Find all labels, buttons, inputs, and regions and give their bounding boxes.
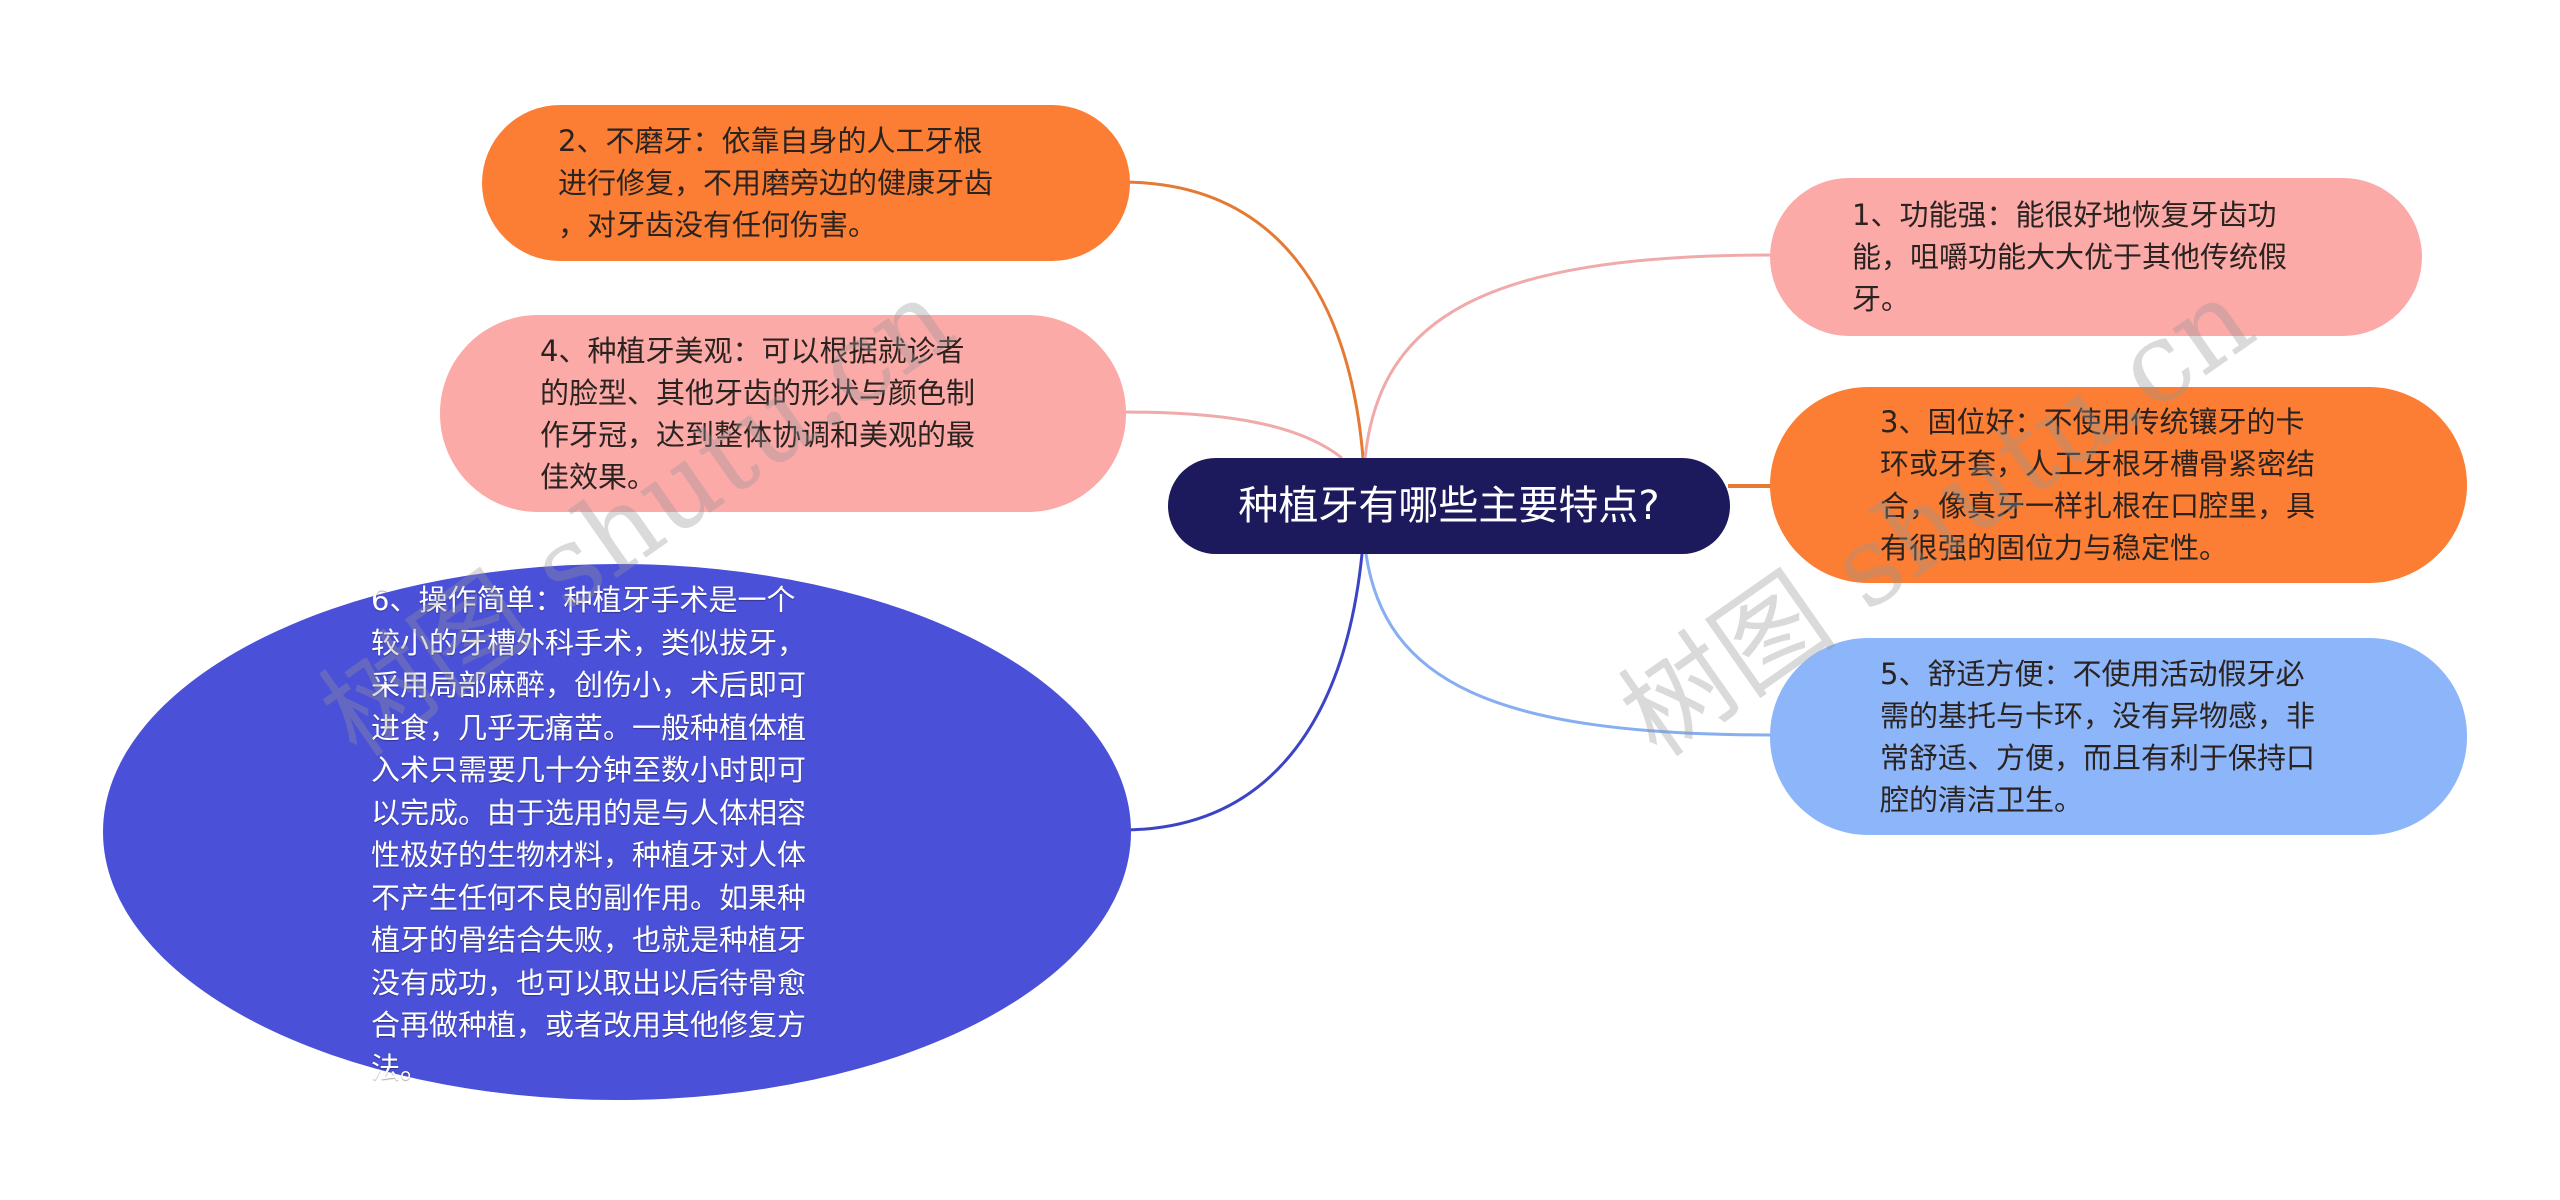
topic-node-3[interactable]: 3、固位好：不使用传统镶牙的卡 环或牙套，人工牙根牙槽骨紧密结 合，像真牙一样扎… <box>1770 387 2467 583</box>
topic-node-1[interactable]: 1、功能强：能很好地恢复牙齿功 能，咀嚼功能大大优于其他传统假 牙。 <box>1770 178 2422 336</box>
topic-node-6-label: 6、操作简单：种植牙手术是一个 较小的牙槽外科手术，类似拔牙， 采用局部麻醉，创… <box>371 583 807 1085</box>
connector-node-1 <box>1363 253 1773 459</box>
root-topic[interactable]: 种植牙有哪些主要特点? <box>1168 458 1730 554</box>
topic-node-1-label: 1、功能强：能很好地恢复牙齿功 能，咀嚼功能大大优于其他传统假 牙。 <box>1852 198 2288 316</box>
topic-node-4[interactable]: 4、种植牙美观：可以根据就诊者 的脸型、其他牙齿的形状与颜色制 作牙冠，达到整体… <box>440 315 1126 512</box>
connector-node-5 <box>1364 553 1773 737</box>
connector-node-6 <box>1121 553 1364 832</box>
topic-node-5-label: 5、舒适方便：不使用活动假牙必 需的基托与卡环，没有异物感，非 常舒适、方便，而… <box>1880 656 2316 817</box>
connector-node-4 <box>1121 410 1343 460</box>
topic-node-5[interactable]: 5、舒适方便：不使用活动假牙必 需的基托与卡环，没有异物感，非 常舒适、方便，而… <box>1770 638 2467 835</box>
topic-node-3-label: 3、固位好：不使用传统镶牙的卡 环或牙套，人工牙根牙槽骨紧密结 合，像真牙一样扎… <box>1880 405 2316 565</box>
topic-node-2[interactable]: 2、不磨牙：依靠自身的人工牙根 进行修复，不用磨旁边的健康牙齿 ，对牙齿没有任何… <box>482 105 1130 261</box>
topic-node-6[interactable]: 6、操作简单：种植牙手术是一个 较小的牙槽外科手术，类似拔牙， 采用局部麻醉，创… <box>103 564 1131 1100</box>
connector-node-2 <box>1121 180 1365 459</box>
root-topic-label: 种植牙有哪些主要特点? <box>1238 483 1660 529</box>
topic-node-2-label: 2、不磨牙：依靠自身的人工牙根 进行修复，不用磨旁边的健康牙齿 ，对牙齿没有任何… <box>558 124 994 242</box>
topic-node-4-label: 4、种植牙美观：可以根据就诊者 的脸型、其他牙齿的形状与颜色制 作牙冠，达到整体… <box>540 333 976 494</box>
